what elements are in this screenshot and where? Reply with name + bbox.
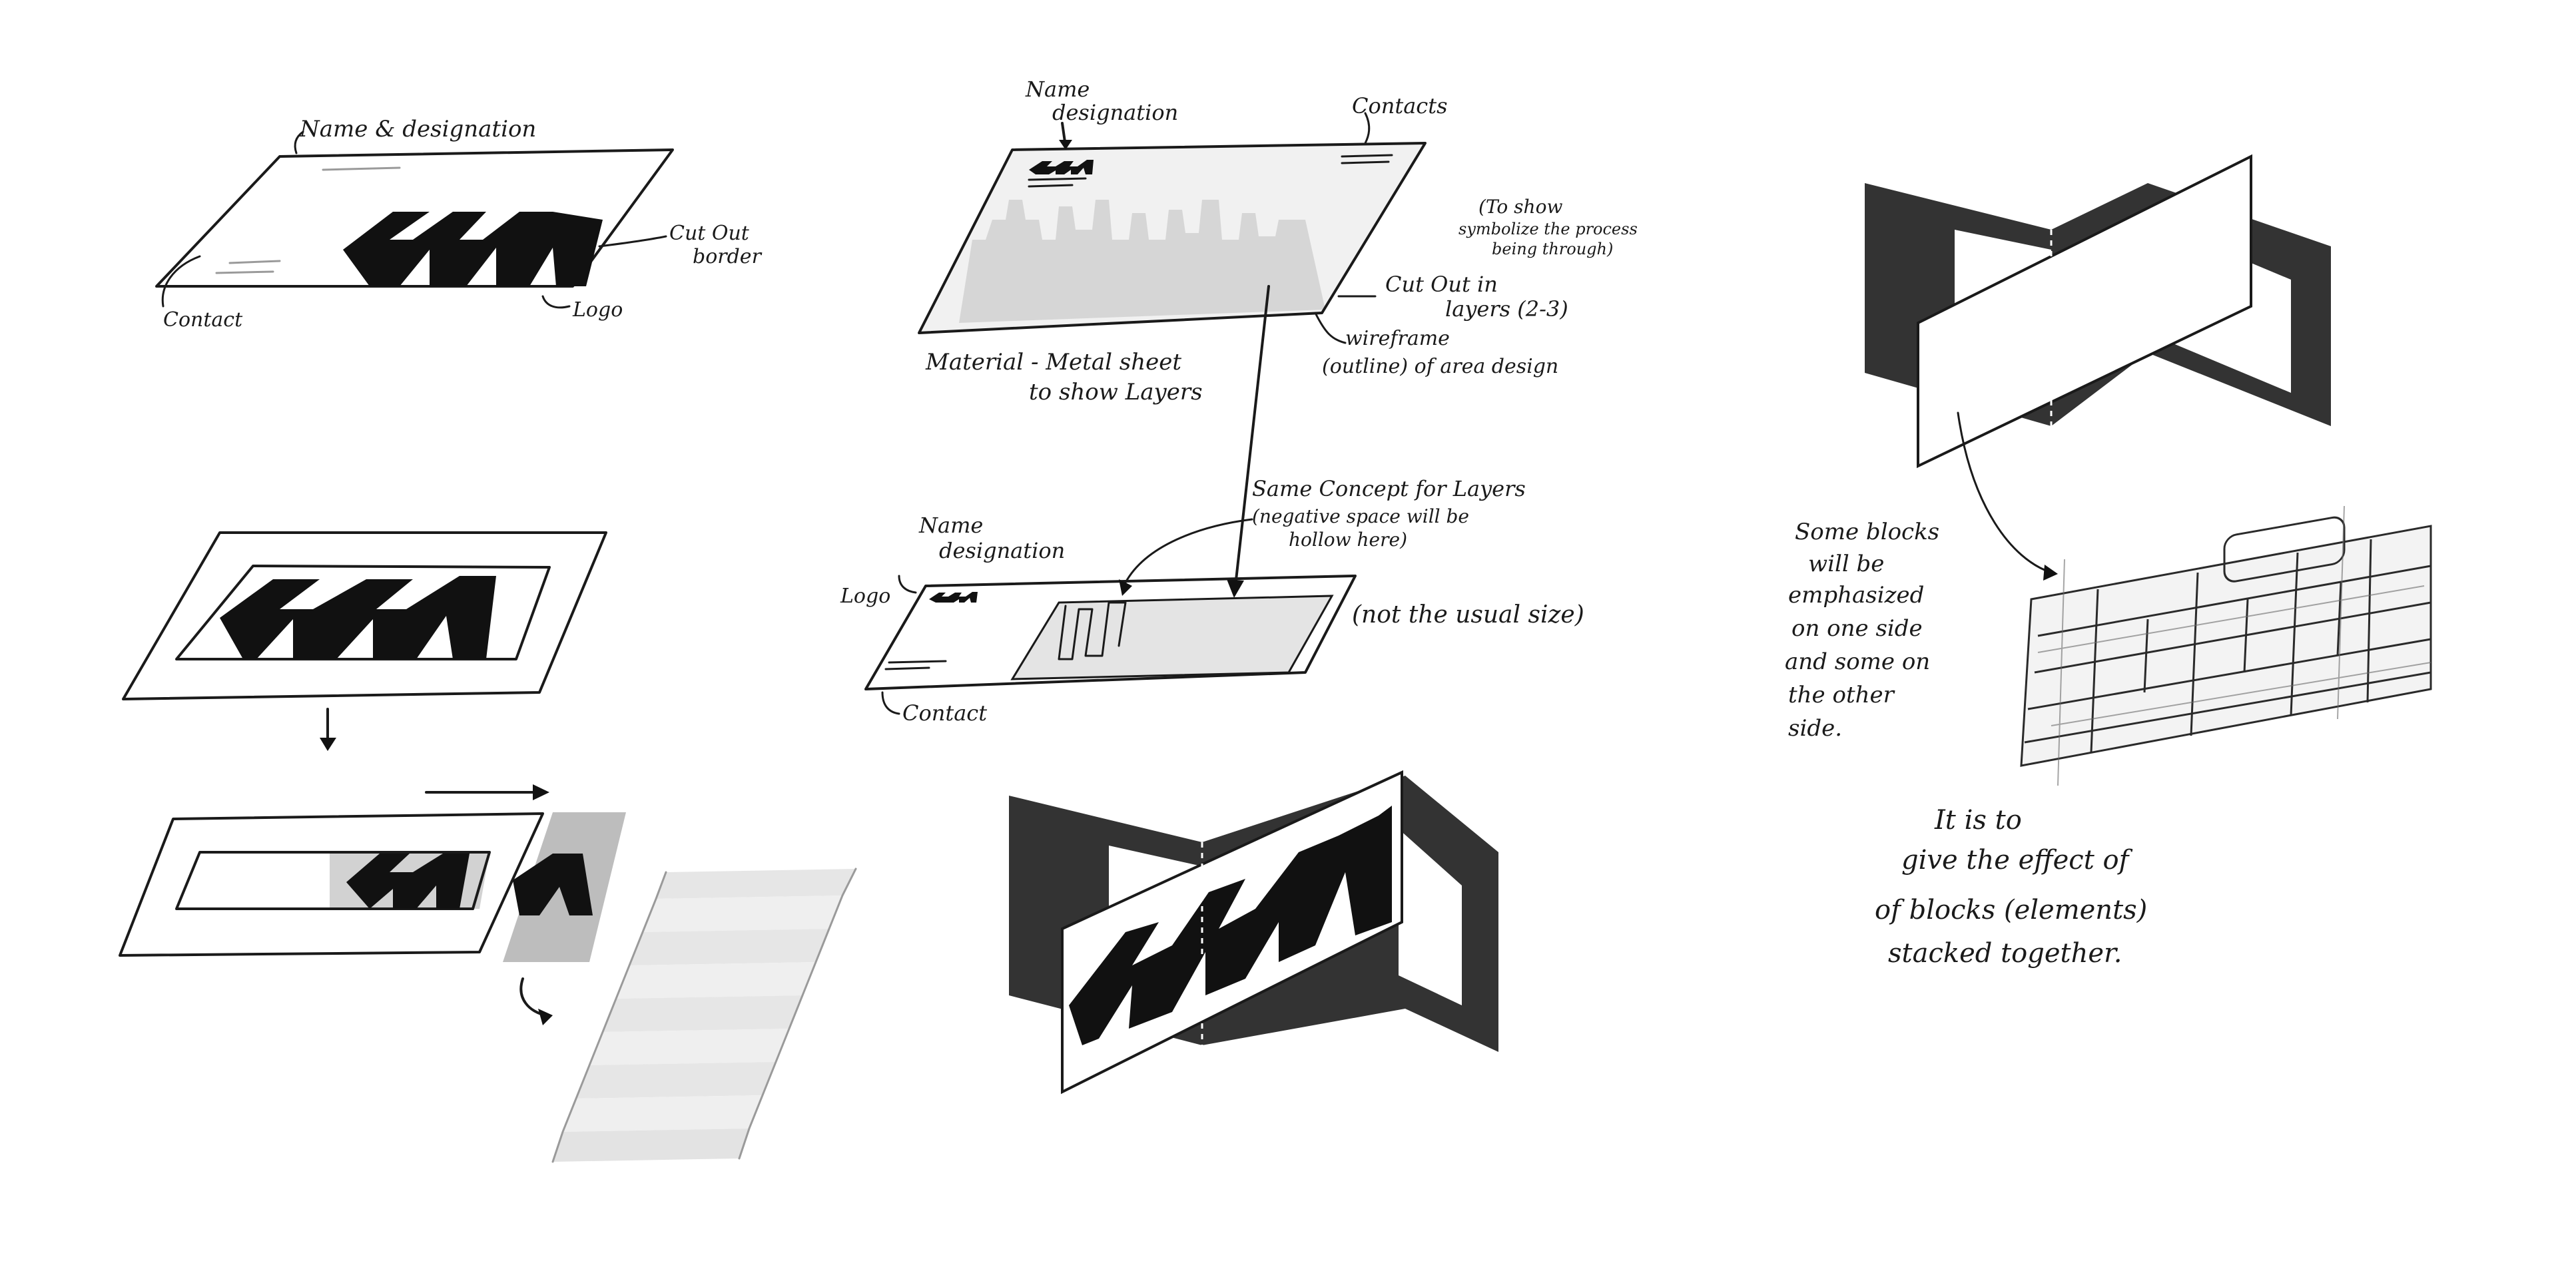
label-s2-material: Material - Metal sheet <box>925 349 1181 376</box>
label-s4-blocks-5: and some on <box>1785 648 1930 675</box>
label-s2-contacts: Contacts <box>1352 93 1448 119</box>
arrow-icon <box>1227 286 1269 598</box>
label-s3-contact: Contact <box>902 700 987 726</box>
sketch-frame-logo <box>123 533 606 699</box>
logo-mark-icon <box>929 592 978 603</box>
label-s4-effect-1: It is to <box>1934 805 2022 836</box>
label-s4-effect-3: of blocks (elements) <box>1875 895 2147 925</box>
label-s3-same-b: (negative space will be <box>1252 505 1469 527</box>
sketch-sliding-frame <box>120 784 626 1025</box>
label-s4-blocks-2: will be <box>1808 551 1884 577</box>
label-s3-designation: designation <box>939 538 1065 563</box>
label-s2-cutout-b: layers (2-3) <box>1445 296 1568 322</box>
label-name-designation: Name & designation <box>299 116 536 142</box>
label-s4-blocks-7: side. <box>1788 715 1842 742</box>
label-s2-name: Name <box>1025 77 1090 102</box>
label-s4-blocks-4: on one side <box>1791 615 1923 642</box>
label-s4-blocks-6: the other <box>1788 682 1895 708</box>
label-s2-note-a: (To show <box>1478 196 1562 218</box>
sketch-brick-blocks <box>2021 506 2431 786</box>
label-cutout-b: border <box>693 245 763 268</box>
label-logo: Logo <box>572 298 623 322</box>
sketch-3d-crossed-frames <box>1865 156 2331 581</box>
label-s2-cutout-a: Cut Out in <box>1385 272 1498 297</box>
label-s4-effect-2: give the effect of <box>1901 845 2133 876</box>
logo-mark-icon <box>220 576 496 659</box>
label-contact: Contact <box>163 308 243 332</box>
label-s4-blocks-1: Some blocks <box>1795 519 1939 545</box>
label-s4-blocks-3: emphasized <box>1788 582 1924 609</box>
label-s3-same-c: hollow here) <box>1289 529 1407 551</box>
label-s2-note-b: symbolize the process <box>1458 220 1638 238</box>
label-s4-effect-4: stacked together. <box>1888 938 2122 969</box>
label-s2-wire-a: wireframe <box>1345 327 1450 350</box>
label-s2-note-c: being through) <box>1492 240 1613 258</box>
sketch-3d-logo-panels <box>1009 772 1498 1092</box>
arrow-icon <box>320 709 336 751</box>
label-s3-name: Name <box>918 513 983 538</box>
label-s3-logo: Logo <box>840 585 890 608</box>
label-s2-wire-b: (outline) of area design <box>1322 355 1558 378</box>
logo-mark-icon <box>343 212 603 286</box>
sketch-card-logo-border <box>157 132 673 308</box>
label-cutout-a: Cut Out <box>669 222 750 245</box>
label-s3-size: (not the usual size) <box>1352 601 1584 629</box>
label-s2-layers: to show Layers <box>1029 379 1203 405</box>
sketch-metal-sheet-card <box>919 113 1425 343</box>
label-s3-same-a: Same Concept for Layers <box>1252 476 1526 501</box>
label-s2-designation: designation <box>1052 100 1178 125</box>
